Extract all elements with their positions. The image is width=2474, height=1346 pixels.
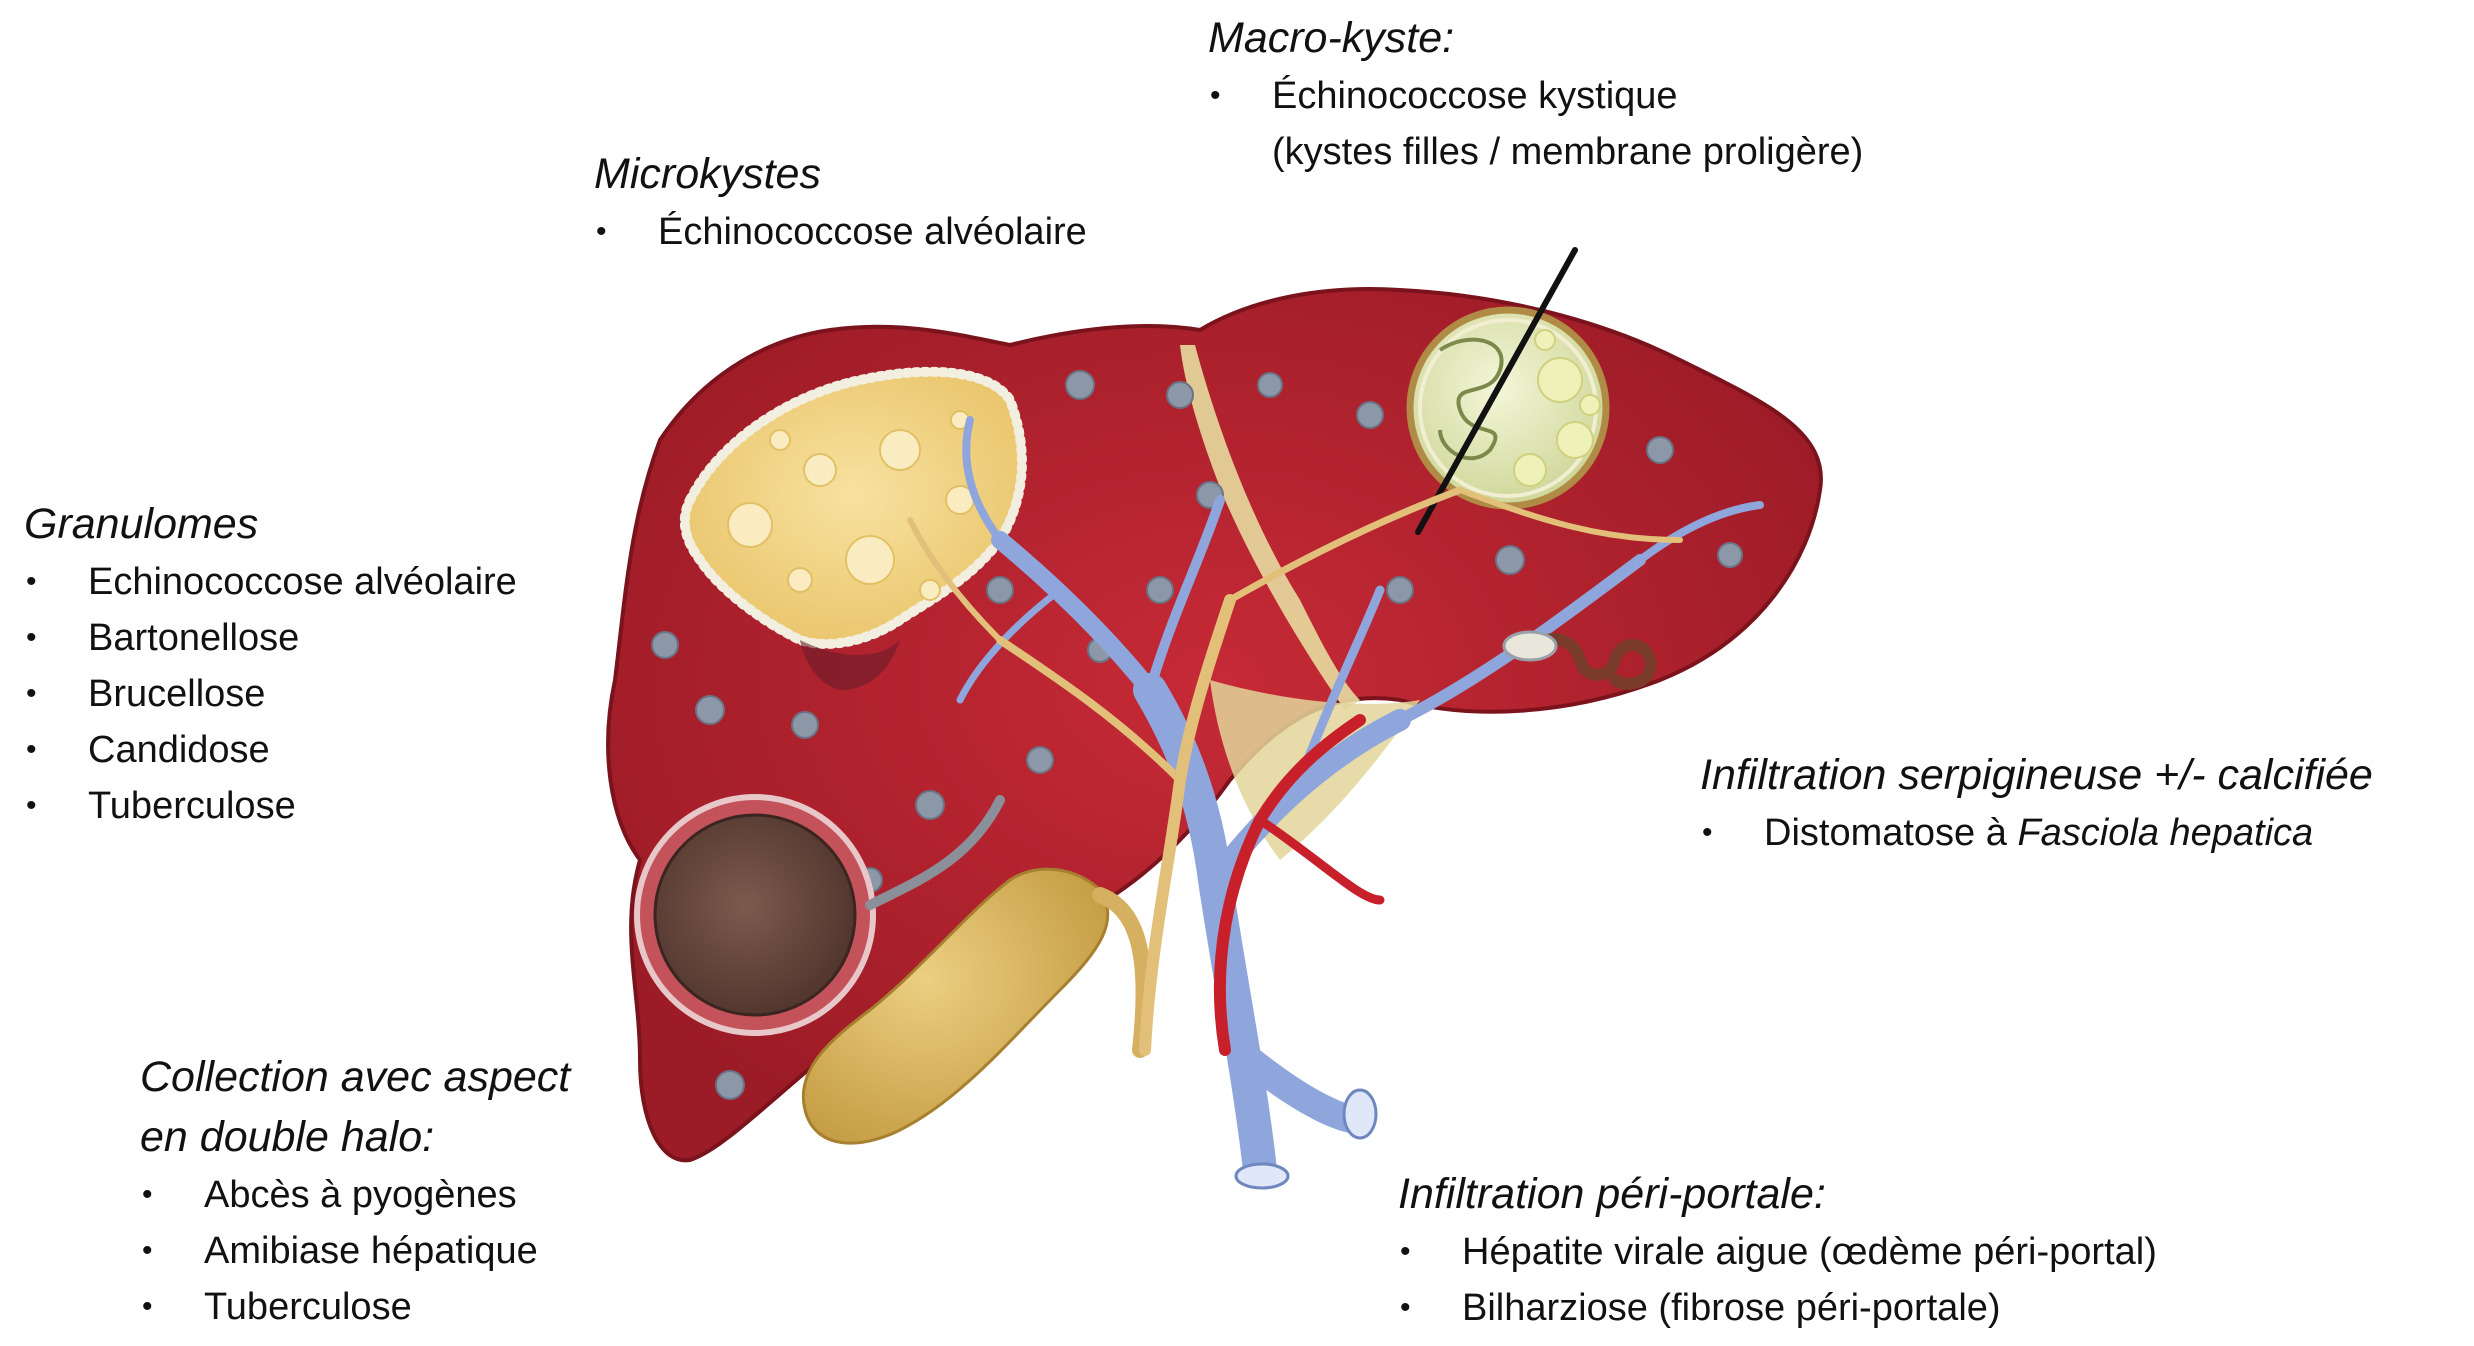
list-item: •Echinococcose alvéolaire [24,554,517,610]
abscess-core [653,813,857,1017]
bullet-glyph: • [596,215,607,248]
portal-vein-cut-1 [1234,1162,1290,1190]
list-item: •Brucellose [24,666,517,722]
falciform-ligament [1180,345,1360,710]
fasciola-calcification [1502,630,1558,662]
list-item: •Hépatite virale aigue (œdème péri-porta… [1398,1224,2157,1280]
bullet-glyph: • [26,733,37,766]
annotation-granulomes: Granulomes •Echinococcose alvéolaire •Ba… [24,494,517,834]
microkystes-list: •Échinococcose alvéolaire [594,204,1087,260]
bullet-glyph: • [142,1234,153,1267]
hydatid-cyst-needle [1415,247,1578,535]
bullet-glyph: • [1400,1291,1411,1324]
serpigineuse-list: •Distomatose à Fasciola hepatica [1700,805,2373,861]
microkystes-heading: Microkystes [594,150,821,198]
list-item: •Abcès à pyogènes [140,1167,570,1223]
annotation-macro-kyste: Macro-kyste: •Échinococcose kystique (ky… [1208,8,1863,180]
peri-portale-list: •Hépatite virale aigue (œdème péri-porta… [1398,1224,2157,1336]
hydatid-cyst [1406,306,1610,510]
list-item: •Bartonellose [24,610,517,666]
bullet-glyph: • [142,1290,153,1323]
abscess-drain [865,795,1005,910]
list-item: •Candidose [24,722,517,778]
fasciola-track [1524,633,1657,690]
list-item: •Tuberculose [140,1279,570,1335]
bullet-glyph: • [26,621,37,654]
collection-heading-line2: en double halo: [140,1113,435,1161]
species-name: Fasciola hepatica [2017,812,2314,854]
serpigineuse-heading: Infiltration serpigineuse +/- calcifiée [1700,751,2373,799]
annotation-collection: Collection avec aspect en double halo: •… [140,1047,570,1335]
bullet-glyph: • [1210,79,1221,112]
hepatic-artery [1213,714,1385,1056]
collection-list: •Abcès à pyogènes •Amibiase hépatique •T… [140,1167,570,1335]
macro-kyste-continuation: (kystes filles / membrane proligère) [1272,131,1864,173]
peri-portale-heading: Infiltration péri-portale: [1398,1170,1826,1218]
granulomes-list: •Echinococcose alvéolaire •Bartonellose … [24,554,517,834]
bullet-glyph: • [26,677,37,710]
portal-vein-cut-2 [1342,1088,1378,1140]
list-item: •Bilharziose (fibrose péri-portale) [1398,1280,2157,1336]
macro-kyste-list: •Échinococcose kystique [1208,68,1863,124]
annotation-peri-portale: Infiltration péri-portale: •Hépatite vir… [1398,1164,2157,1336]
bullet-glyph: • [1702,816,1713,849]
bullet-glyph: • [26,565,37,598]
bile-duct-tree [907,486,1683,1056]
granulomes-heading: Granulomes [24,500,259,548]
bullet-glyph: • [26,789,37,822]
bullet-glyph: • [1400,1235,1411,1268]
list-item: •Échinococcose kystique [1208,68,1863,124]
bullet-glyph: • [142,1178,153,1211]
annotation-microkystes: Microkystes •Échinococcose alvéolaire [594,144,1087,260]
alveolar-vesicles [727,410,975,601]
macro-kyste-heading: Macro-kyste: [1208,14,1455,62]
daughter-cysts [1513,329,1601,487]
collection-heading-line1: Collection avec aspect [140,1053,571,1101]
list-item: •Distomatose à Fasciola hepatica [1700,805,2373,861]
list-item: •Tuberculose [24,778,517,834]
proligerous-membrane [1438,337,1504,461]
alveolar-necrosis [800,640,900,690]
list-item: •Amibiase hépatique [140,1223,570,1279]
annotation-serpigineuse: Infiltration serpigineuse +/- calcifiée … [1700,745,2373,861]
list-item: •Échinococcose alvéolaire [594,204,1087,260]
